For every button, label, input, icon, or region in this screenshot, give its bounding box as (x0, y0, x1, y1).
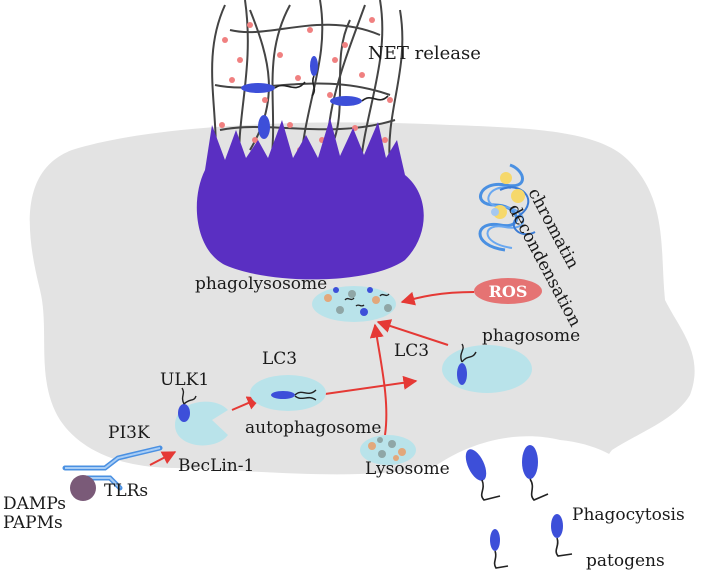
net-particles (219, 17, 393, 153)
lc3-top-label: LC3 (262, 349, 297, 369)
nucleus (196, 118, 424, 280)
phagolysosome (312, 286, 396, 322)
net-bacteria (241, 56, 389, 139)
lysosome (360, 435, 416, 465)
chromatin-icon (478, 163, 536, 252)
phagocytosis-label: Phagocytosis (572, 505, 685, 525)
phagosome-bacterium (457, 363, 467, 385)
damps-label: DAMPs (3, 494, 66, 514)
autophagosome-label: autophagosome (245, 418, 381, 438)
pathway-arrows (149, 291, 475, 466)
lc3-right-label: LC3 (394, 341, 429, 361)
pathogens (465, 445, 573, 569)
beclin-label: BecLin-1 (178, 456, 254, 476)
ulk1-label: ULK1 (160, 370, 209, 390)
ligand-icon (70, 475, 96, 501)
ros-badge (474, 278, 542, 304)
lysosome-label: Lysosome (365, 459, 450, 479)
net-release-label: NET release (368, 43, 481, 64)
phagolysosome-label: phagolysosome (195, 274, 327, 294)
patogens-label: patogens (586, 551, 665, 571)
tlrs-label: TLRs (104, 481, 148, 501)
papms-label: PAPMs (3, 513, 63, 533)
ulk1-bacterium (178, 404, 190, 422)
phagosome-label: phagosome (482, 326, 580, 346)
phagosome (442, 345, 532, 393)
pi3k-label: PI3K (108, 423, 150, 443)
ros-label: ROS (489, 282, 528, 301)
